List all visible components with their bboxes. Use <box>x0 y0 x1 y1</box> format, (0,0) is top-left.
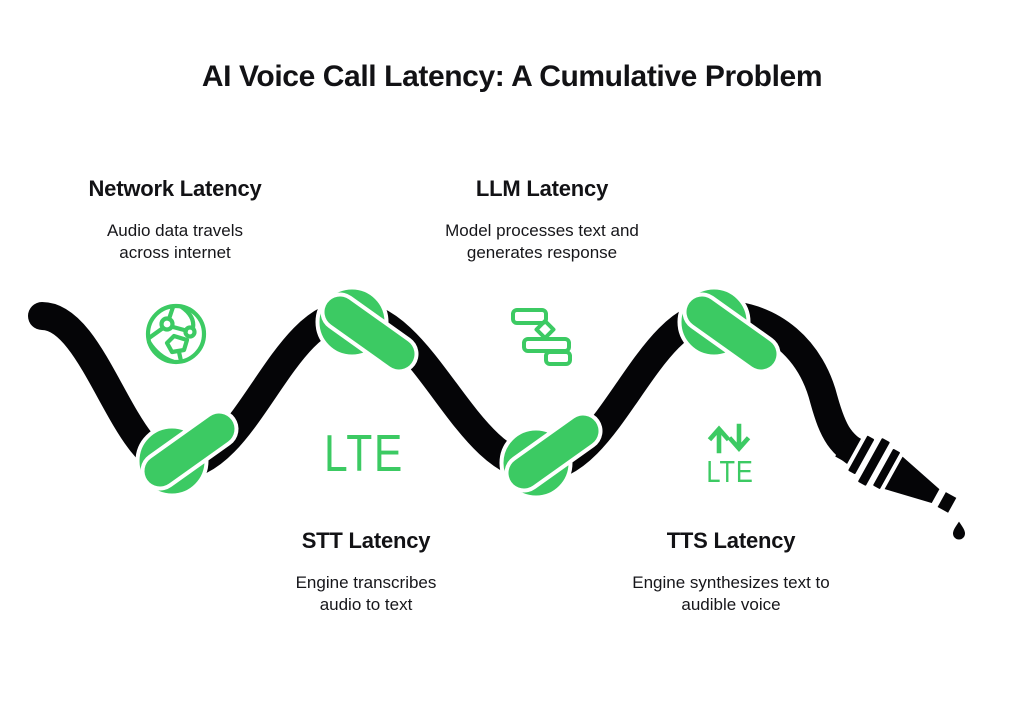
stage-label-tts: TTS Latency Engine synthesizes text to a… <box>629 528 834 617</box>
stage-desc-llm: Model processes text and generates respo… <box>445 221 639 263</box>
hose-knot-network <box>135 409 239 498</box>
lte-text-icon: LTE <box>324 425 404 483</box>
stage-label-network: Network Latency Audio data travels acros… <box>88 176 261 265</box>
lte-arrows-label: LTE <box>706 455 753 490</box>
globe-network-icon <box>145 303 207 365</box>
lte-updown-arrows-icon <box>707 423 751 454</box>
stage-desc-stt: Engine transcribes audio to text <box>295 573 437 615</box>
stage-heading-tts: TTS Latency <box>666 528 796 553</box>
hose-knot-tts <box>677 285 781 374</box>
stage-desc-network: Audio data travels across internet <box>106 221 244 263</box>
stage-label-llm: LLM Latency Model processes text and gen… <box>445 176 640 265</box>
stage-desc-tts: Engine synthesizes text to audible voice <box>632 573 830 615</box>
water-drop-icon <box>949 516 969 543</box>
hose-nozzle <box>835 431 961 517</box>
stage-heading-network: Network Latency <box>88 176 262 201</box>
workflow-gantt-icon <box>511 308 572 366</box>
stage-heading-llm: LLM Latency <box>475 176 609 201</box>
stage-label-stt: STT Latency Engine transcribes audio to … <box>284 528 449 617</box>
hose-knot-llm <box>499 411 603 500</box>
stage-heading-stt: STT Latency <box>301 528 431 553</box>
hose-knot-stt <box>315 285 419 374</box>
page-title: AI Voice Call Latency: A Cumulative Prob… <box>201 60 823 93</box>
